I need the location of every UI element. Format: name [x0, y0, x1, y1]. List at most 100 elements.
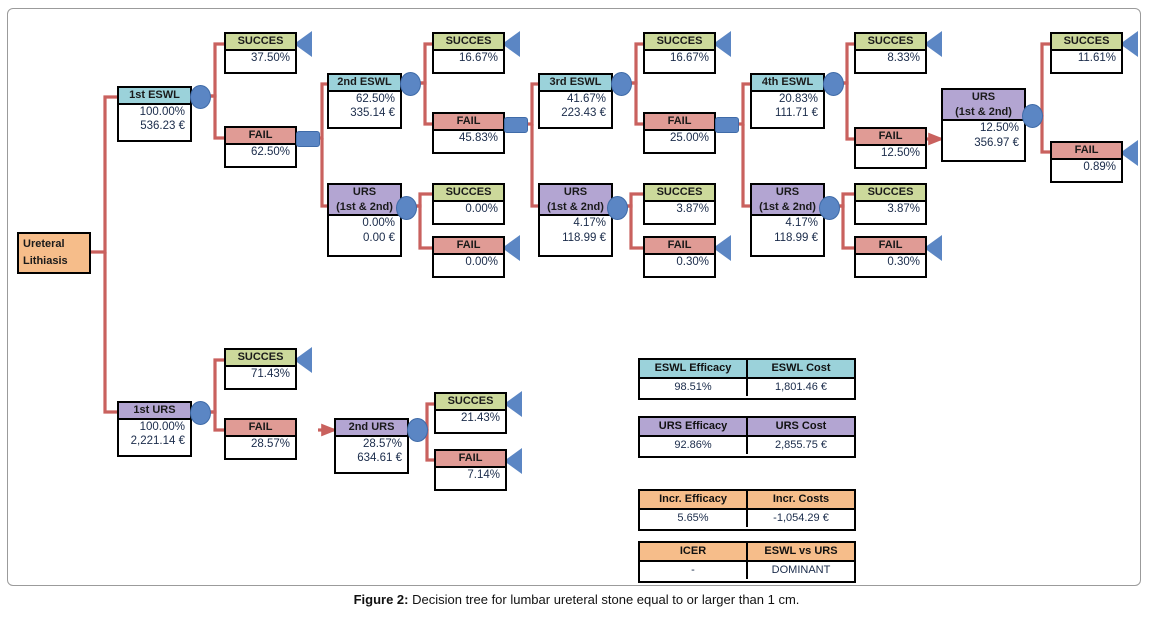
node-2nd-eswl-succes[interactable]: SUCCES 16.67%	[432, 32, 505, 74]
node-2nd-urs-succes[interactable]: SUCCES 21.43%	[434, 392, 507, 434]
chance-node-4th-eswl[interactable]	[823, 72, 844, 96]
terminal-triangle	[294, 31, 312, 57]
terminal-triangle	[1120, 140, 1138, 166]
cell-eswl-efficacy: 98.51%	[640, 379, 748, 396]
node-2nd-urs-fail[interactable]: FAIL 7.14%	[434, 449, 507, 491]
node-cost: 356.97 €	[974, 136, 1019, 149]
node-urs-d-fail[interactable]: FAIL 0.89%	[1050, 141, 1123, 183]
decision-node-after-1st-eswl-fail[interactable]	[296, 131, 320, 147]
node-probability: 16.67%	[458, 51, 498, 64]
node-probability: 37.50%	[250, 51, 290, 64]
table-icer-summary: ICER ESWL vs URS - DOMINANT	[638, 541, 856, 583]
node-3rd-eswl-fail[interactable]: FAIL 25.00%	[643, 112, 716, 154]
node-urs-b-succes[interactable]: SUCCES 3.87%	[643, 183, 716, 225]
chance-node-2nd-urs[interactable]	[407, 418, 428, 442]
node-4th-eswl-succes[interactable]: SUCCES 8.33%	[854, 32, 927, 74]
terminal-triangle	[502, 31, 520, 57]
chance-node-2nd-eswl[interactable]	[400, 72, 421, 96]
node-ureteral-lithiasis[interactable]: Ureteral Lithiasis	[17, 232, 91, 274]
node-probability: 100.00%	[139, 420, 185, 433]
node-urs-1st-2nd-d[interactable]: URS (1st & 2nd) 12.50% 356.97 €	[941, 88, 1026, 162]
node-title: SUCCES	[1052, 34, 1121, 51]
node-cost: 118.99 €	[774, 231, 818, 244]
node-probability: 16.67%	[669, 51, 709, 64]
node-title: 2nd URS	[336, 420, 407, 437]
node-urs-c-fail[interactable]: FAIL 0.30%	[854, 236, 927, 278]
col-header-icer: ICER	[640, 543, 748, 560]
node-title: FAIL	[856, 238, 925, 255]
node-title: SUCCES	[434, 185, 503, 202]
cell-urs-efficacy: 92.86%	[640, 437, 748, 454]
node-title: 2nd ESWL	[329, 75, 400, 92]
node-2nd-urs[interactable]: 2nd URS 28.57% 634.61 €	[334, 418, 409, 474]
node-1st-eswl[interactable]: 1st ESWL 100.00% 536.23 €	[117, 86, 192, 142]
cell-incr-costs: -1,054.29 €	[773, 512, 829, 524]
root-label-line1: Ureteral	[23, 237, 65, 250]
node-title: FAIL	[856, 129, 925, 146]
node-title: SUCCES	[436, 394, 505, 411]
node-urs-d-succes[interactable]: SUCCES 11.61%	[1050, 32, 1123, 74]
node-probability: 0.00%	[465, 202, 498, 215]
node-4th-eswl[interactable]: 4th ESWL 20.83% 111.71 €	[750, 73, 825, 129]
node-title: 1st URS	[119, 403, 190, 420]
terminal-triangle	[294, 347, 312, 373]
table-incremental-summary: Incr. Efficacy Incr. Costs 5.65% -1,054.…	[638, 489, 856, 531]
decision-node-after-3rd-eswl-fail[interactable]	[715, 117, 739, 133]
node-title-line2: (1st & 2nd)	[329, 199, 400, 217]
node-1st-urs-succes[interactable]: SUCCES 71.43%	[224, 348, 297, 390]
node-urs-1st-2nd-a[interactable]: URS (1st & 2nd) 0.00% 0.00 €	[327, 183, 402, 257]
node-probability: 62.50%	[250, 145, 290, 158]
node-urs-1st-2nd-b[interactable]: URS (1st & 2nd) 4.17% 118.99 €	[538, 183, 613, 257]
node-cost: 2,221.14 €	[130, 435, 185, 448]
col-header-incr-efficacy: Incr. Efficacy	[640, 491, 748, 508]
node-1st-urs-fail[interactable]: FAIL 28.57%	[224, 418, 297, 460]
col-header-eswl-cost: ESWL Cost	[748, 360, 854, 377]
node-3rd-eswl[interactable]: 3rd ESWL 41.67% 223.43 €	[538, 73, 613, 129]
node-title: SUCCES	[856, 34, 925, 51]
table-header-row: URS Efficacy URS Cost	[640, 418, 854, 437]
chance-node-1st-eswl[interactable]	[190, 85, 211, 109]
node-urs-c-succes[interactable]: SUCCES 3.87%	[854, 183, 927, 225]
node-probability: 12.50%	[979, 122, 1019, 135]
cell-urs-cost: 2,855.75 €	[775, 439, 827, 451]
chance-node-3rd-eswl[interactable]	[611, 72, 632, 96]
node-title-line1: URS	[752, 185, 823, 200]
node-1st-eswl-fail[interactable]: FAIL 62.50%	[224, 126, 297, 168]
chance-node-urs-c[interactable]	[819, 196, 840, 220]
chance-node-urs-d[interactable]	[1022, 104, 1043, 128]
node-cost: 335.14 €	[350, 107, 395, 120]
node-cost: 0.00 €	[363, 231, 395, 244]
node-2nd-eswl[interactable]: 2nd ESWL 62.50% 335.14 €	[327, 73, 402, 129]
col-header-eswl-vs-urs: ESWL vs URS	[748, 543, 854, 560]
node-1st-urs[interactable]: 1st URS 100.00% 2,221.14 €	[117, 401, 192, 457]
node-1st-eswl-succes[interactable]: SUCCES 37.50%	[224, 32, 297, 74]
node-4th-eswl-fail[interactable]: FAIL 12.50%	[854, 127, 927, 169]
node-urs-a-succes[interactable]: SUCCES 0.00%	[432, 183, 505, 225]
node-probability: 28.57%	[250, 437, 290, 450]
table-row: - DOMINANT	[640, 562, 854, 579]
node-title: 1st ESWL	[119, 88, 190, 105]
node-title: SUCCES	[226, 350, 295, 367]
terminal-triangle	[713, 235, 731, 261]
chance-node-1st-urs[interactable]	[190, 401, 211, 425]
figure-caption-label: Figure 2:	[353, 592, 409, 607]
decision-node-after-2nd-eswl-fail[interactable]	[504, 117, 528, 133]
node-title: 4th ESWL	[752, 75, 823, 92]
node-urs-1st-2nd-c[interactable]: URS (1st & 2nd) 4.17% 118.99 €	[750, 183, 825, 257]
node-probability: 11.61%	[1077, 51, 1116, 64]
node-urs-b-fail[interactable]: FAIL 0.30%	[643, 236, 716, 278]
node-probability: 8.33%	[887, 51, 920, 64]
node-title: SUCCES	[645, 34, 714, 51]
node-probability: 71.43%	[250, 367, 290, 380]
table-row: 5.65% -1,054.29 €	[640, 510, 854, 527]
node-urs-a-fail[interactable]: FAIL 0.00%	[432, 236, 505, 278]
terminal-triangle	[924, 235, 942, 261]
node-3rd-eswl-succes[interactable]: SUCCES 16.67%	[643, 32, 716, 74]
chance-node-urs-b[interactable]	[607, 196, 628, 220]
node-2nd-eswl-fail[interactable]: FAIL 45.83%	[432, 112, 505, 154]
chance-node-urs-a[interactable]	[396, 196, 417, 220]
node-probability: 12.50%	[880, 146, 920, 159]
col-header-eswl-efficacy: ESWL Efficacy	[640, 360, 748, 377]
col-header-urs-efficacy: URS Efficacy	[640, 418, 748, 435]
node-probability: 3.87%	[887, 202, 920, 215]
